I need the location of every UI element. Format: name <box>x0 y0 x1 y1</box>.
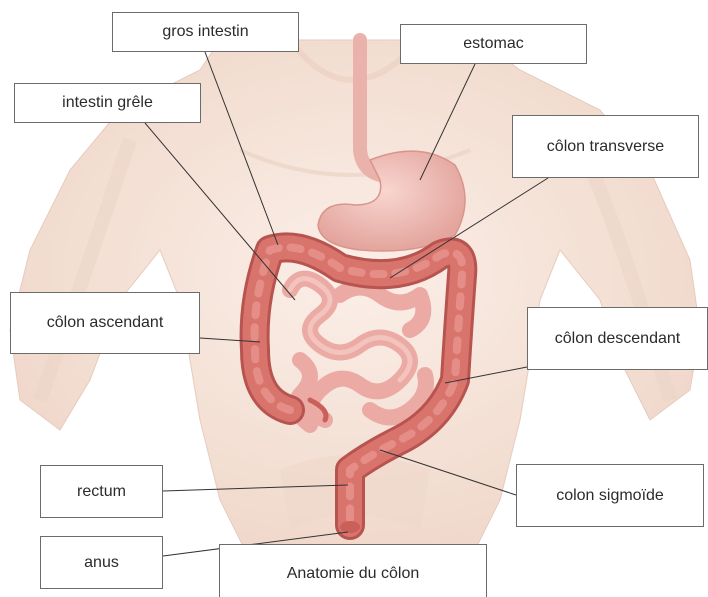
label-intestin-grele: intestin grêle <box>14 83 201 123</box>
label-colon-transverse: côlon transverse <box>512 115 699 178</box>
label-colon-ascendant: côlon ascendant <box>10 292 200 354</box>
label-estomac: estomac <box>400 24 587 64</box>
label-colon-sigmoide: colon sigmoïde <box>516 464 704 527</box>
label-colon-descendant: côlon descendant <box>527 307 708 370</box>
anus-end <box>340 521 360 533</box>
figure-caption: Anatomie du côlon <box>219 544 487 597</box>
label-rectum: rectum <box>40 465 163 518</box>
label-anus: anus <box>40 536 163 589</box>
label-gros-intestin: gros intestin <box>112 12 299 52</box>
